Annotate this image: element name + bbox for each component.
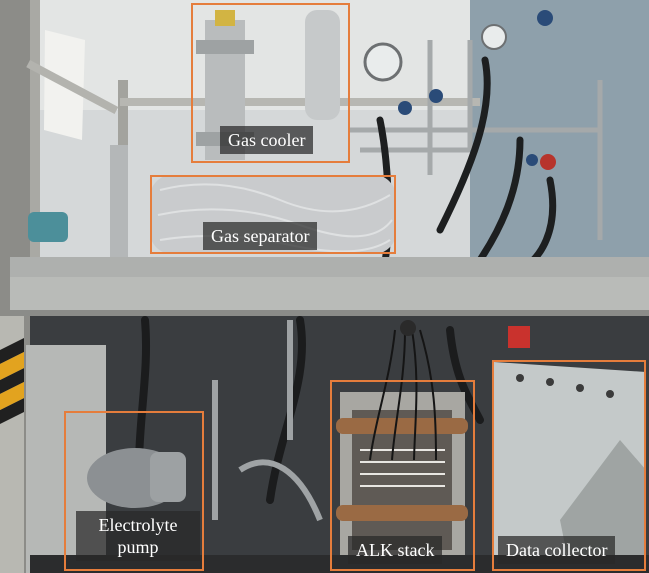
gas-separator-label: Gas separator <box>203 222 318 250</box>
electrolyte-pump-label: Electrolyte pump <box>76 511 200 561</box>
alk-stack-label: ALK stack <box>348 536 443 564</box>
alk-stack-frame <box>330 380 475 571</box>
electrolyte-pump-frame <box>64 411 204 571</box>
data-collector-frame <box>492 360 646 571</box>
data-collector-label: Data collector <box>498 536 616 564</box>
gas-separator-frame <box>150 175 396 254</box>
gas-cooler-label: Gas cooler <box>220 126 314 154</box>
gas-cooler-frame <box>191 3 350 163</box>
